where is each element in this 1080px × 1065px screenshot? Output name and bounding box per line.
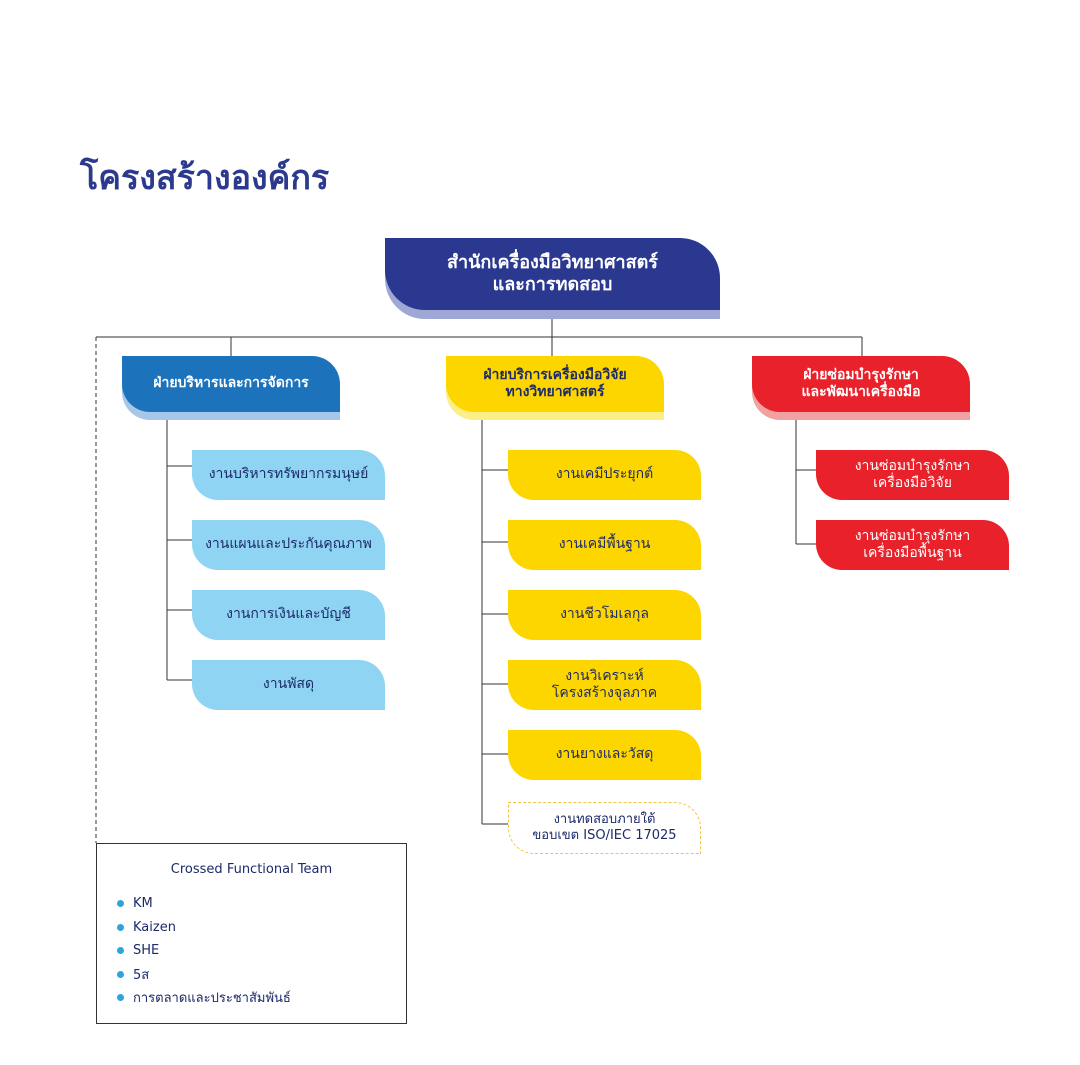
unit-label-1: งานวิเคราะห์ (565, 667, 644, 684)
list-item-label: KM (133, 896, 153, 912)
unit-label: งานแผนและประกันคุณภาพ (205, 536, 372, 553)
unit-label: งานบริหารทรัพยากรมนุษย์ (208, 466, 369, 483)
unit-hr: งานบริหารทรัพยากรมนุษย์ (192, 450, 385, 500)
unit-label: งานชีวโมเลกุล (560, 606, 649, 623)
division-research-service: ฝ่ายบริการเครื่องมือวิจัย ทางวิทยาศาสตร์ (446, 356, 664, 412)
division-service-label-2: ทางวิทยาศาสตร์ (505, 384, 605, 400)
unit-applied-chem: งานเคมีประยุกต์ (508, 450, 701, 500)
unit-procurement: งานพัสดุ (192, 660, 385, 710)
unit-microstructure: งานวิเคราะห์ โครงสร้างจุลภาค (508, 660, 701, 710)
list-item-label: SHE (133, 943, 160, 959)
unit-planning-qa: งานแผนและประกันคุณภาพ (192, 520, 385, 570)
unit-label-1: งานทดสอบภายใต้ (553, 811, 656, 827)
cross-functional-title: Crossed Functional Team (170, 862, 333, 877)
cross-functional-list: KM Kaizen SHE 5ส การตลาดและประชาสัมพันธ์ (117, 892, 291, 1010)
page-title: โครงสร้างองค์กร (80, 158, 330, 198)
unit-label-2: โครงสร้างจุลภาค (551, 685, 658, 701)
unit-label-2: เครื่องมือพื้นฐาน (863, 545, 962, 561)
unit-label: งานยางและวัสดุ (555, 746, 654, 763)
bullet-icon (117, 994, 124, 1002)
list-item-label: การตลาดและประชาสัมพันธ์ (133, 991, 291, 1007)
division-maint-label-2: และพัฒนาเครื่องมือ (801, 384, 921, 400)
unit-label-1: งานซ่อมบำรุงรักษา (854, 527, 971, 544)
unit-finance: งานการเงินและบัญชี (192, 590, 385, 640)
unit-label: งานการเงินและบัญชี (226, 606, 351, 623)
unit-iso-testing: งานทดสอบภายใต้ ขอบเขต ISO/IEC 17025 (508, 802, 701, 854)
unit-label-1: งานซ่อมบำรุงรักษา (854, 457, 971, 474)
bullet-icon (117, 923, 124, 931)
cross-functional-team-box: Crossed Functional Team KM Kaizen SHE 5ส… (96, 843, 407, 1024)
unit-molecular-bio: งานชีวโมเลกุล (508, 590, 701, 640)
division-maint-label-1: ฝ่ายซ่อมบำรุงรักษา (803, 366, 919, 383)
division-maintenance: ฝ่ายซ่อมบำรุงรักษา และพัฒนาเครื่องมือ (752, 356, 970, 412)
bullet-icon (117, 900, 124, 908)
unit-basic-chem: งานเคมีพื้นฐาน (508, 520, 701, 570)
list-item: Kaizen (117, 916, 291, 940)
top-office-line1: สำนักเครื่องมือวิทยาศาสตร์ (447, 251, 658, 273)
unit-label: งานเคมีพื้นฐาน (558, 536, 651, 553)
list-item-label: 5ส (133, 967, 150, 983)
top-office-box: สำนักเครื่องมือวิทยาศาสตร์ และการทดสอบ (385, 238, 720, 310)
unit-label-2: ขอบเขต ISO/IEC 17025 (532, 828, 677, 843)
unit-label-2: เครื่องมือวิจัย (873, 475, 952, 491)
unit-maint-research: งานซ่อมบำรุงรักษา เครื่องมือวิจัย (816, 450, 1009, 500)
unit-label: งานเคมีประยุกต์ (555, 466, 654, 483)
division-service-label-1: ฝ่ายบริการเครื่องมือวิจัย (483, 366, 627, 383)
division-admin-label: ฝ่ายบริหารและการจัดการ (153, 375, 309, 392)
division-admin: ฝ่ายบริหารและการจัดการ (122, 356, 340, 412)
unit-maint-basic: งานซ่อมบำรุงรักษา เครื่องมือพื้นฐาน (816, 520, 1009, 570)
list-item: การตลาดและประชาสัมพันธ์ (117, 986, 291, 1010)
list-item: SHE (117, 939, 291, 963)
bullet-icon (117, 947, 124, 955)
unit-label: งานพัสดุ (262, 676, 315, 693)
top-office-line2: และการทดสอบ (492, 274, 613, 295)
list-item-label: Kaizen (133, 919, 176, 935)
list-item: 5ส (117, 963, 291, 987)
bullet-icon (117, 970, 124, 978)
unit-rubber-materials: งานยางและวัสดุ (508, 730, 701, 780)
list-item: KM (117, 892, 291, 916)
